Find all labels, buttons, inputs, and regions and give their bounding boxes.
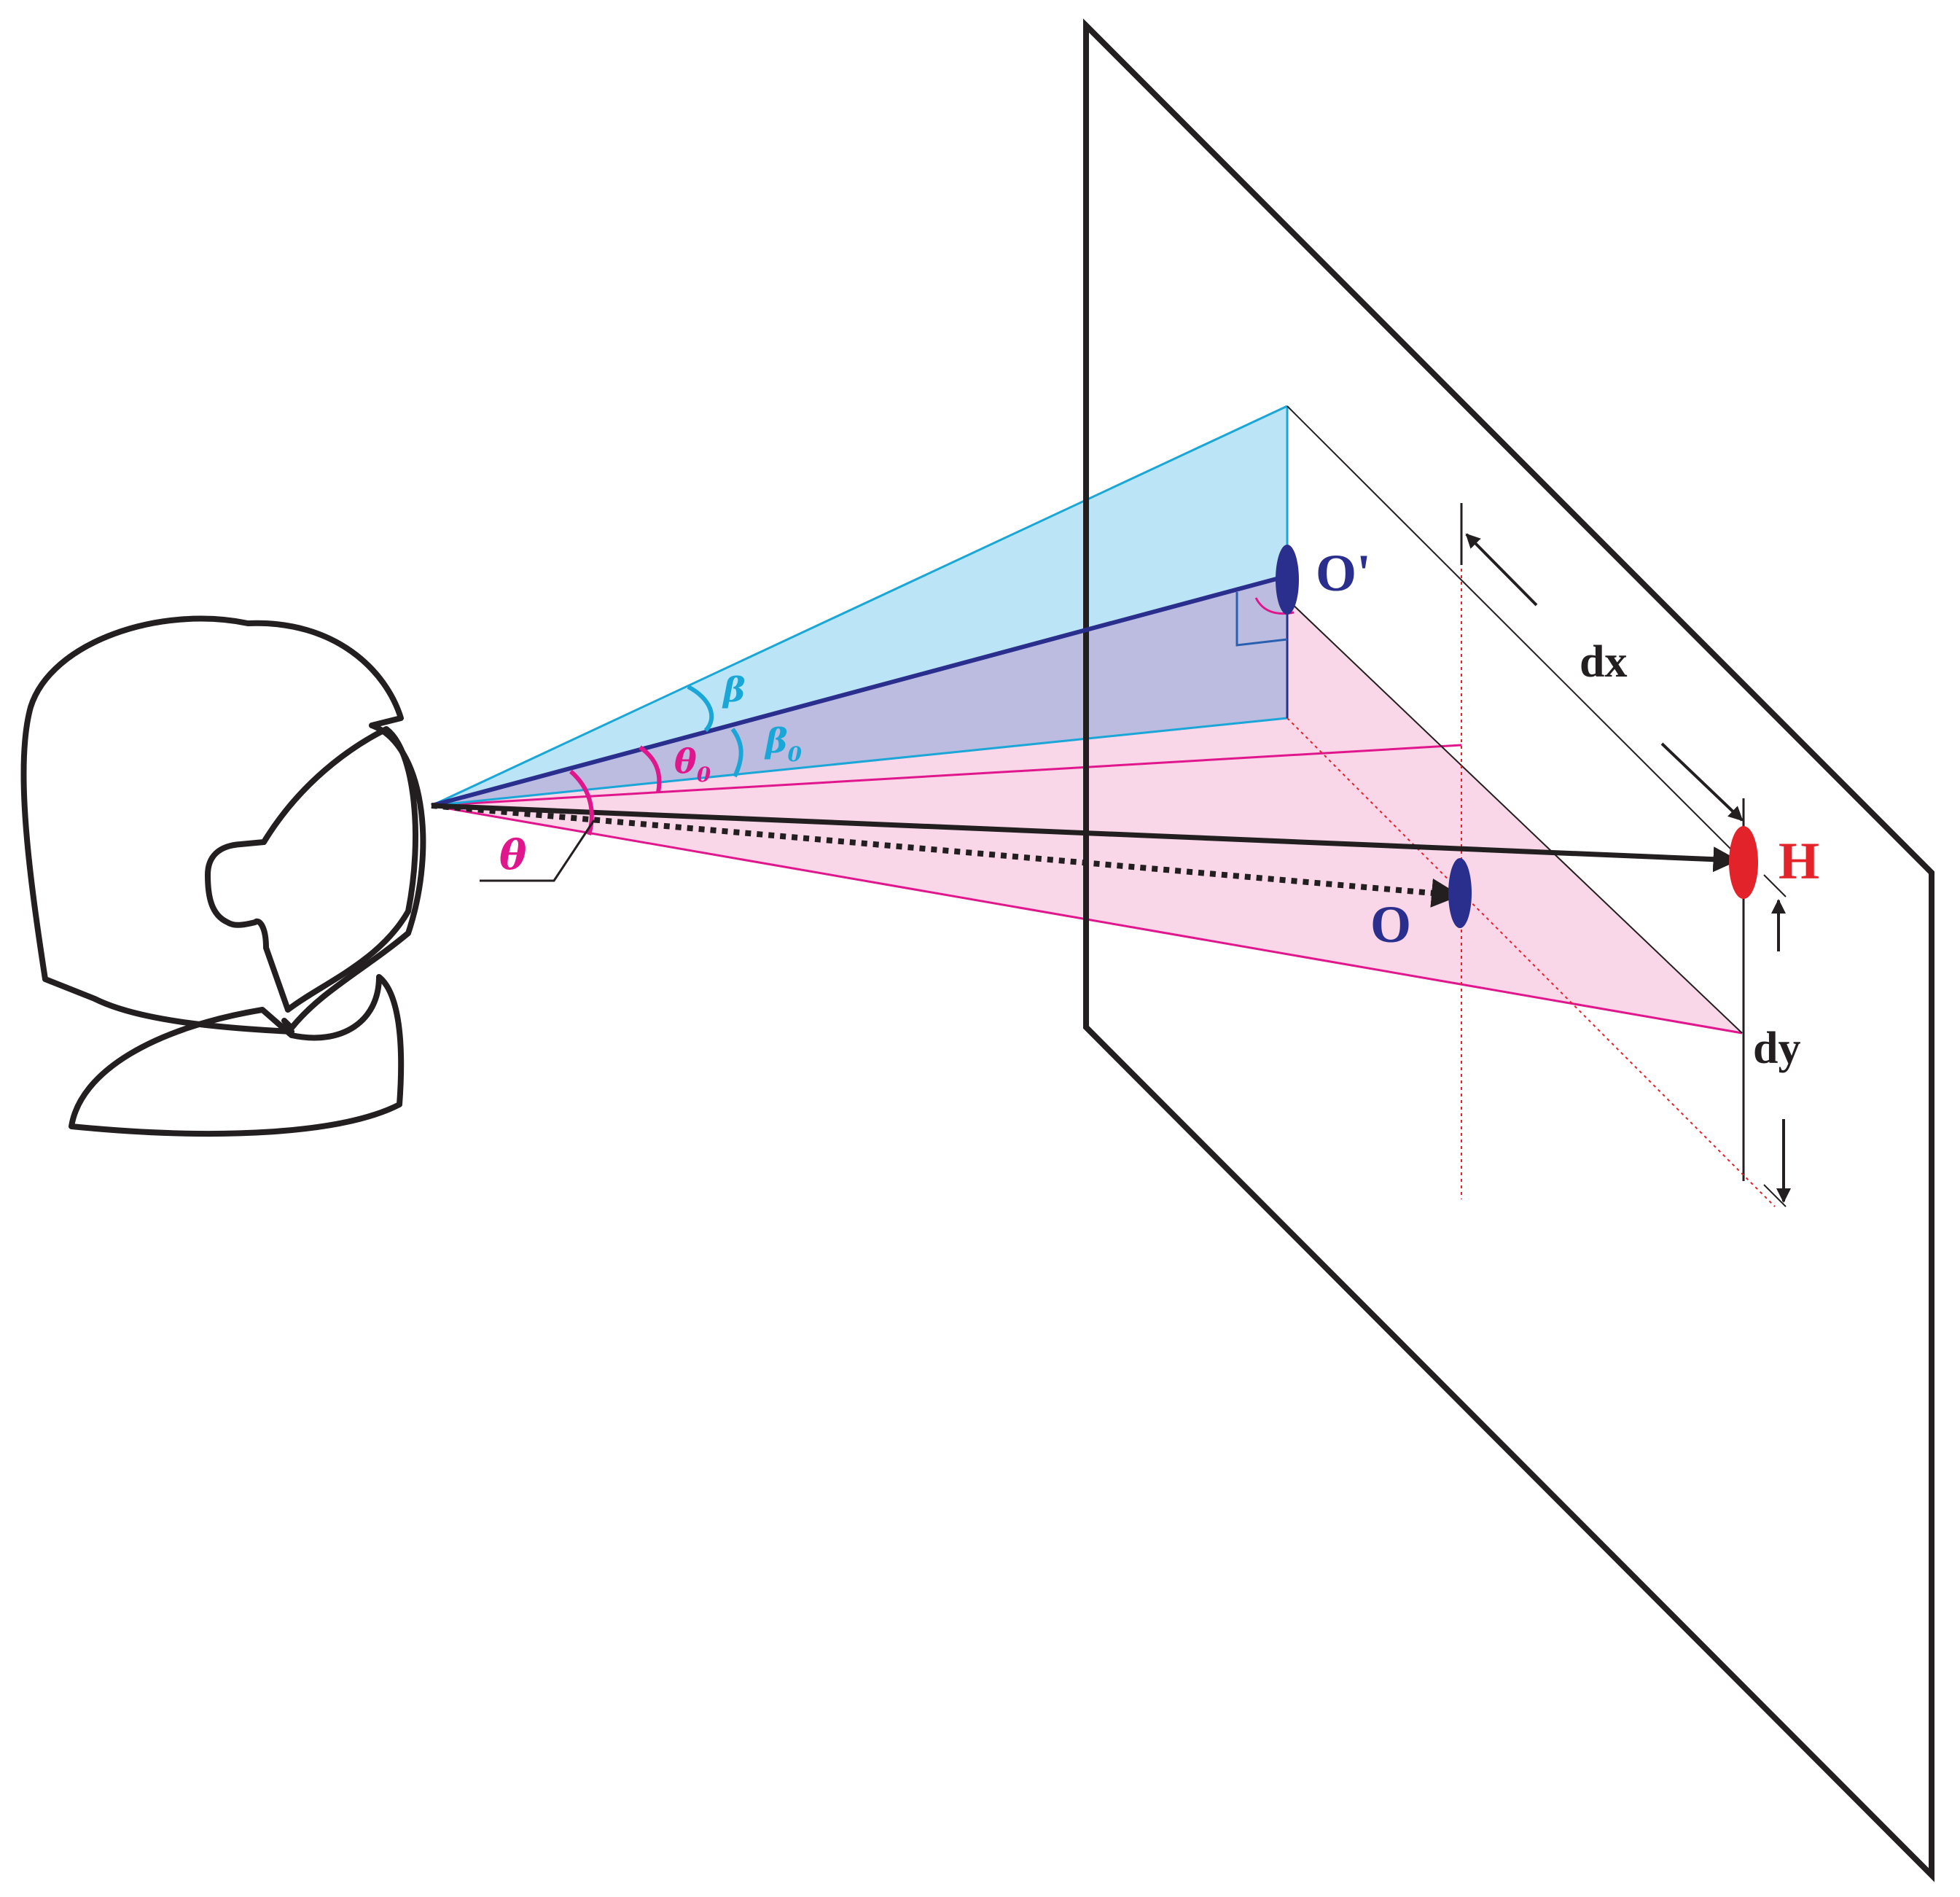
gaze-arrow-o <box>431 803 1461 908</box>
beta0-arc <box>730 728 743 778</box>
label-theta0: θ0 <box>674 741 711 787</box>
point-o-prime <box>1276 545 1299 615</box>
label-o: O <box>1370 895 1411 954</box>
plane-inner-line <box>1287 405 1757 876</box>
label-theta0-symbol: θ <box>674 741 697 781</box>
head-outline <box>69 974 405 1137</box>
theta0-arc <box>639 745 662 793</box>
right-angle-marker <box>1235 592 1288 647</box>
gaze-line-o-prime <box>431 574 1288 808</box>
label-o-prime: O' <box>1316 544 1371 602</box>
label-h: H <box>1779 832 1819 890</box>
label-theta: θ <box>499 831 527 879</box>
theta-leader <box>480 819 596 882</box>
label-beta0-sub: 0 <box>788 742 803 766</box>
helmet-outline <box>20 615 426 1035</box>
label-beta0: β0 <box>764 721 803 766</box>
gaze-arrow-h <box>431 803 1739 873</box>
beta-arc <box>687 685 714 733</box>
dx-arrow-upper <box>1465 533 1538 607</box>
dx-arrow-lower <box>1660 742 1744 822</box>
head-silhouette <box>20 615 426 1137</box>
face-cutout <box>205 726 418 1013</box>
label-dy: dy <box>1753 1024 1800 1073</box>
label-theta0-sub: 0 <box>697 763 711 787</box>
point-o <box>1448 858 1472 928</box>
label-dx: dx <box>1580 637 1627 687</box>
label-beta: β <box>722 670 746 709</box>
point-h <box>1729 826 1758 899</box>
label-beta0-symbol: β <box>764 721 788 760</box>
